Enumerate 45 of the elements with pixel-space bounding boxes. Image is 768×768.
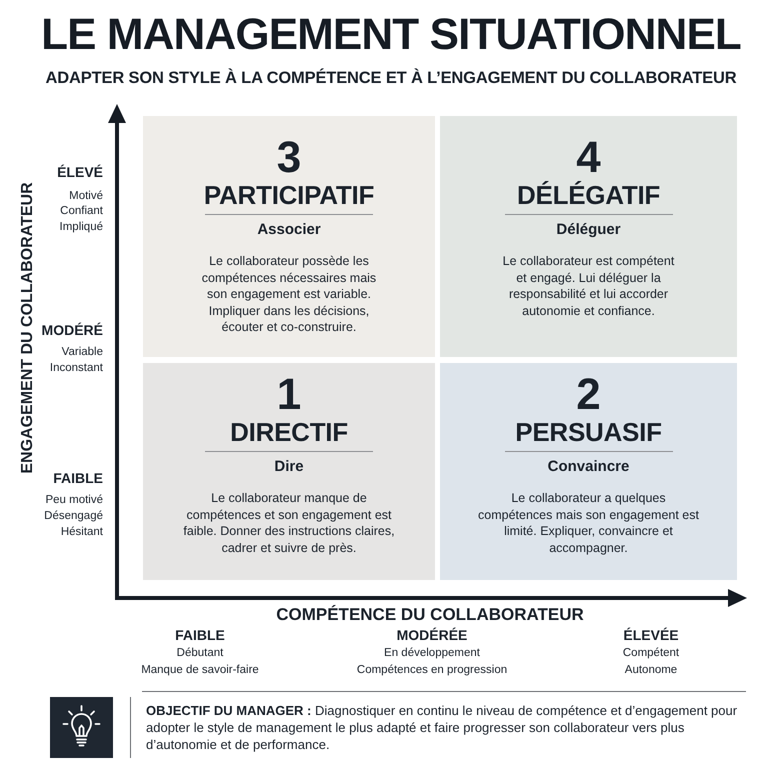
- style-name: DÉLÉGATIF: [516, 180, 660, 210]
- quadrant-box: [440, 116, 737, 357]
- quadrant-number: 2: [576, 373, 601, 417]
- level-descriptor: Autonome: [624, 663, 678, 677]
- style-verb: Dire: [274, 457, 304, 477]
- level-descriptor: En développement: [384, 646, 480, 660]
- level-descriptor: Désengagé: [44, 509, 103, 523]
- level-descriptor: Compétences en progression: [356, 663, 508, 677]
- quadrant-box: [143, 363, 435, 580]
- style-description: Le collaborateur possède les compétences nécessaires mais son engagement est variable. Impliquer dans les décisions, écouter et co-construire.: [200, 253, 378, 336]
- level-descriptor: Impliqué: [60, 220, 103, 234]
- style-name: DIRECTIF: [230, 417, 348, 447]
- level-heading: MODÉRÉE: [396, 627, 468, 643]
- level-descriptor: Manque de savoir-faire: [141, 663, 259, 677]
- level-descriptor: Motivé: [69, 189, 103, 203]
- quadrant-number: 1: [276, 373, 302, 417]
- level-descriptor: Peu motivé: [45, 493, 103, 507]
- level-heading: ÉLEVÉE: [623, 627, 679, 643]
- style-description: Le collaborateur a quelques compétences mais son engagement est limité. Expliquer, convaincre et accompagner.: [477, 490, 700, 556]
- style-description: Le collaborateur manque de compétences et son engagement est faible. Donner des instructions claires, cadrer et suivre de près.: [182, 490, 396, 556]
- quadrant-number: 4: [576, 136, 601, 180]
- style-verb: Déléguer: [556, 220, 621, 240]
- level-heading: MODÉRÉ: [42, 322, 103, 338]
- quadrant-box: [143, 116, 435, 357]
- level-heading: ÉLEVÉ: [57, 164, 103, 180]
- quadrant-box: [440, 363, 737, 580]
- level-descriptor: Hésitant: [60, 525, 103, 539]
- style-name: PARTICIPATIF: [204, 180, 374, 210]
- level-heading: FAIBLE: [53, 470, 103, 486]
- style-description: Le collaborateur est compétent et engagé. Lui déléguer la responsabilité et lui accorder autonomie et confiance.: [502, 253, 676, 319]
- subtitle: ADAPTER SON STYLE À LA COMPÉTENCE ET À L’ENGAGEMENT DU COLLABORATEUR: [46, 68, 736, 88]
- axis-title: COMPÉTENCE DU COLLABORATEUR: [276, 605, 584, 625]
- objective-text: OBJECTIF DU MANAGER : Diagnostiquer en continu le niveau de compétence et d’engagement pour adopter le style de management le plus adapté et faire progresser son collaborateur vers plus d’autonomie et de performance.: [146, 702, 738, 753]
- style-verb: Associer: [257, 220, 321, 240]
- axis-title: ENGAGEMENT DU COLLABORATEUR: [18, 182, 37, 474]
- level-descriptor: Inconstant: [50, 361, 103, 375]
- level-descriptor: Variable: [62, 345, 103, 359]
- style-name: PERSUASIF: [515, 417, 662, 447]
- level-descriptor: Débutant: [176, 646, 224, 660]
- level-descriptor: Compétent: [622, 646, 680, 660]
- level-descriptor: Confiant: [60, 204, 103, 218]
- title: LE MANAGEMENT SITUATIONNEL: [41, 9, 741, 61]
- level-heading: FAIBLE: [175, 627, 225, 643]
- style-verb: Convaincre: [548, 457, 630, 477]
- quadrant-number: 3: [276, 136, 302, 180]
